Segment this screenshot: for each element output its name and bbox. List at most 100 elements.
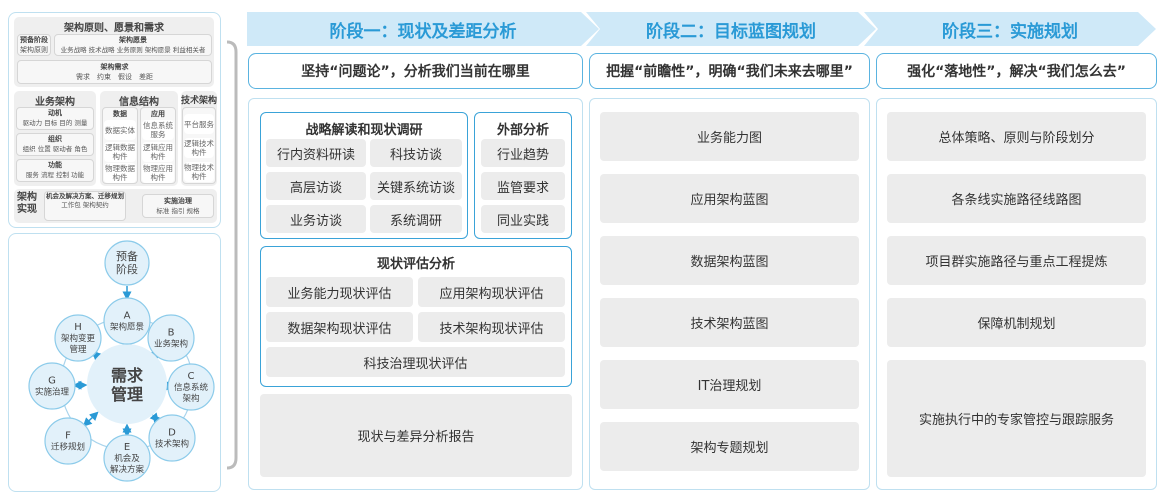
phase-label: 信息系统 <box>174 382 209 393</box>
phase-letter: B <box>168 328 175 339</box>
info-arch-group: 信息结构 数据 数据实体 逻辑数据构件 物理数据构件 应用 信息系统服务 逻辑应… <box>100 91 178 186</box>
stage-2-header: 阶段二：目标蓝图规划 <box>586 12 876 46</box>
app-title: 应用 <box>151 110 165 118</box>
app-item: 逻辑应用构件 <box>142 142 174 162</box>
external-item: 监管要求 <box>481 172 565 200</box>
tech-arch-group: 技术架构 平台服务 逻辑技术构件 物理技术构件 <box>181 91 217 186</box>
prelim-label: 阶段 <box>116 262 138 276</box>
data-item: 逻辑数据构件 <box>104 142 136 162</box>
stage-2-item: 应用架构蓝图 <box>600 174 859 223</box>
gov-text: 标准 指引 规格 <box>156 207 200 215</box>
bidirectional-arrow-icon <box>149 412 162 425</box>
app-item: 信息系统服务 <box>142 120 174 140</box>
external-item: 行业趋势 <box>481 139 565 167</box>
realize-title: 架构实现 <box>17 192 37 215</box>
opp-text: 工作包 架构契约 <box>61 201 109 209</box>
requirements-title: 架构需求 <box>100 63 129 71</box>
prelim-label: 预备 <box>116 249 138 263</box>
prelim-title: 预备阶段 <box>20 36 48 44</box>
assessment-group: 现状评估分析 业务能力现状评估 应用架构现状评估 数据架构现状评估 技术架构现状… <box>260 246 572 387</box>
stage-3-panel: 总体策略、原则与阶段划分 各条线实施路径线路图 项目群实施路径与重点工程提炼 保… <box>876 98 1157 490</box>
phase-letter: C <box>188 371 195 382</box>
opp-title: 机会及解决方案、迁移规划 <box>46 192 124 200</box>
item-title: 动机 <box>48 109 62 117</box>
stage-2-item: 技术架构蓝图 <box>600 298 859 347</box>
item-text: 组织 位置 驱动者 角色 <box>22 145 88 153</box>
stage-2-item: 业务能力图 <box>600 112 859 161</box>
assessment-title: 现状评估分析 <box>376 257 455 272</box>
research-item: 科技访谈 <box>370 139 462 167</box>
business-item: 组织组织 位置 驱动者 角色 <box>16 133 94 156</box>
governance-box: 实施治理标准 指引 规格 <box>142 194 214 218</box>
phase-label: 管理 <box>69 344 87 355</box>
research-item: 行内资料研读 <box>266 139 366 167</box>
center-label: 管理 <box>111 385 143 404</box>
stage-3-item: 保障机制规划 <box>887 298 1146 347</box>
app-box: 应用 信息系统服务 逻辑应用构件 物理应用构件 <box>140 107 176 184</box>
assessment-item: 科技治理现状评估 <box>266 347 565 377</box>
vision-box: 架构愿景 业务战略 技术战略 业务原则 架构愿景 利益相关者 <box>54 34 212 56</box>
research-item: 系统调研 <box>370 205 462 233</box>
phase-label: 迁移规划 <box>51 442 85 453</box>
research-title: 战略解读和现状调研 <box>305 123 423 138</box>
assessment-item: 技术架构现状评估 <box>418 312 565 342</box>
phase-letter: D <box>168 428 176 439</box>
stage-3-item: 总体策略、原则与阶段划分 <box>887 112 1146 161</box>
phase-label: 架构变更 <box>61 333 96 344</box>
gap-report-card: 现状与差异分析报告 <box>260 394 572 477</box>
vision-text: 业务战略 技术战略 业务原则 架构愿景 利益相关者 <box>60 46 206 54</box>
stage-2-panel: 业务能力图 应用架构蓝图 数据架构蓝图 技术架构蓝图 IT治理规划 架构专题规划 <box>589 98 870 490</box>
gov-title: 实施治理 <box>164 197 192 205</box>
stage-2-item: IT治理规划 <box>600 360 859 409</box>
tech-title: 技术架构 <box>181 96 218 106</box>
info-title: 信息结构 <box>119 97 159 108</box>
data-title: 数据 <box>113 110 127 118</box>
external-title: 外部分析 <box>496 123 549 138</box>
stage-3-item: 实施执行中的专家管控与跟踪服务 <box>887 360 1146 477</box>
business-item: 功能服务 流程 控制 功能 <box>16 159 94 182</box>
tech-item: 物理技术构件 <box>184 162 214 182</box>
stage-3-subtitle: 强化“落地性”，解决“我们怎么去” <box>876 53 1157 89</box>
center-label: 需求 <box>111 366 144 385</box>
research-item: 高层访谈 <box>266 172 366 200</box>
assessment-item: 应用架构现状评估 <box>418 277 565 307</box>
stage-1-header: 阶段一：现状及差距分析 <box>247 12 599 46</box>
requirements-box: 架构需求 需求 约束 假设 差距 <box>17 60 212 84</box>
business-item: 动机驱动力 目标 目的 测量 <box>16 107 94 130</box>
business-arch-group: 业务架构 动机驱动力 目标 目的 测量 组织组织 位置 驱动者 角色 功能服务 … <box>14 91 96 186</box>
opportunity-box: 机会及解决方案、迁移规划工作包 架构契约 <box>44 191 126 221</box>
stage-1-subtitle: 坚持“问题论”，分析我们当前在哪里 <box>248 53 583 89</box>
stage-2-item: 数据架构蓝图 <box>600 236 859 285</box>
phase-letter: E <box>124 442 130 453</box>
phase-label: 架构愿景 <box>110 322 144 333</box>
phase-label: 实施治理 <box>35 387 70 398</box>
phase-letter: F <box>65 431 71 442</box>
phase-letter: A <box>124 311 131 322</box>
togaf-content-panel: 架构原则、愿景和需求 预备阶段 架构原则 架构愿景 业务战略 技术战略 业务原则… <box>8 12 221 228</box>
external-group: 外部分析 行业趋势 监管要求 同业实践 <box>474 112 572 239</box>
data-box: 数据 数据实体 逻辑数据构件 物理数据构件 <box>102 107 138 184</box>
phase-label: 架构 <box>182 393 199 404</box>
data-item: 物理数据构件 <box>104 163 136 183</box>
tech-box: 平台服务 逻辑技术构件 物理技术构件 <box>182 107 216 184</box>
item-title: 功能 <box>48 161 62 169</box>
item-title: 组织 <box>48 135 62 143</box>
phase-letter: H <box>74 322 82 333</box>
phase-label: 技术架构 <box>155 439 189 450</box>
requirements-text: 需求 约束 假设 差距 <box>76 73 153 81</box>
tech-item: 逻辑技术构件 <box>184 138 214 158</box>
phase-label: 业务架构 <box>154 339 188 350</box>
research-group: 战略解读和现状调研 行内资料研读 科技访谈 高层访谈 关键系统访谈 业务访谈 系… <box>260 112 468 239</box>
prelim-text: 架构原则 <box>20 46 48 54</box>
stage-3-item: 项目群实施路径与重点工程提炼 <box>887 236 1146 285</box>
stage-3-header: 阶段三：实施规划 <box>864 12 1156 46</box>
